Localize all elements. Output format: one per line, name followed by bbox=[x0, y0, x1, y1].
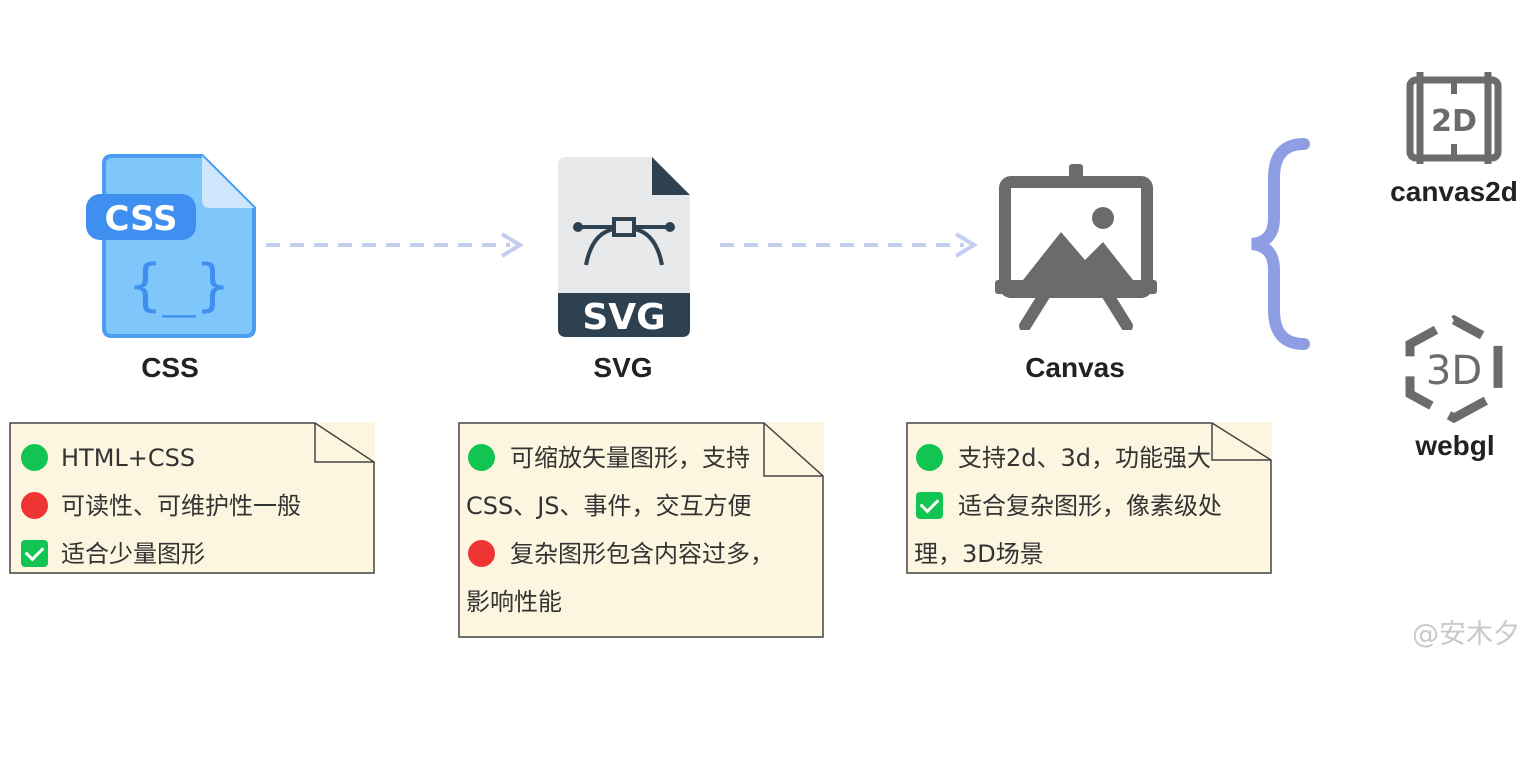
arrow-svg-to-canvas bbox=[720, 232, 978, 258]
canvas2d-label: canvas2d bbox=[1390, 176, 1518, 207]
css-note: HTML+CSS 可读性、可维护性一般 适合少量图形 bbox=[9, 422, 375, 574]
canvas-note: 支持2d、3d，功能强大 适合复杂图形，像素级处理，3D场景 bbox=[906, 422, 1272, 574]
webgl-3d-icon: 3D bbox=[1405, 314, 1503, 424]
canvas2d-icon: 2D bbox=[1406, 72, 1502, 164]
note-item: 支持2d、3d，功能强大 bbox=[906, 434, 1266, 482]
canvas-node-label: Canvas bbox=[1025, 352, 1125, 383]
watermark: @安木夕 bbox=[1412, 619, 1520, 650]
canvas2d-icon-text: 2D bbox=[1431, 104, 1477, 139]
svg-note: 可缩放矢量图形，支持CSS、JS、事件，交互方便 复杂图形包含内容过多，影响性能 bbox=[458, 422, 824, 638]
svg-text:CSS: CSS bbox=[104, 199, 177, 239]
brace-icon bbox=[1251, 138, 1310, 350]
svg-node-label: SVG bbox=[593, 352, 653, 383]
note-item: 可读性、可维护性一般 bbox=[9, 482, 375, 530]
green-dot-icon bbox=[916, 444, 943, 471]
canvas-easel-icon bbox=[995, 164, 1157, 330]
css-node-label: CSS bbox=[141, 352, 199, 383]
red-dot-icon bbox=[21, 492, 48, 519]
note-item: 适合少量图形 bbox=[9, 530, 375, 578]
red-dot-icon bbox=[468, 540, 495, 567]
green-dot-icon bbox=[21, 444, 48, 471]
arrow-css-to-svg bbox=[266, 232, 524, 258]
webgl-label: webgl bbox=[1415, 430, 1495, 461]
check-icon bbox=[916, 492, 943, 519]
css-file-icon: CSS {_} bbox=[86, 154, 256, 338]
svg-text:{_}: {_} bbox=[128, 253, 229, 318]
note-item: 适合复杂图形，像素级处理，3D场景 bbox=[914, 492, 1222, 568]
note-item: HTML+CSS bbox=[9, 434, 375, 482]
check-icon bbox=[21, 540, 48, 567]
svg-file-icon: SVG bbox=[558, 157, 690, 338]
note-item: 复杂图形包含内容过多，影响性能 bbox=[466, 540, 774, 616]
svg-icon-text: SVG bbox=[582, 297, 665, 338]
note-item: 可缩放矢量图形，支持CSS、JS、事件，交互方便 bbox=[466, 444, 752, 520]
green-dot-icon bbox=[468, 444, 495, 471]
webgl-icon-text: 3D bbox=[1426, 348, 1482, 394]
